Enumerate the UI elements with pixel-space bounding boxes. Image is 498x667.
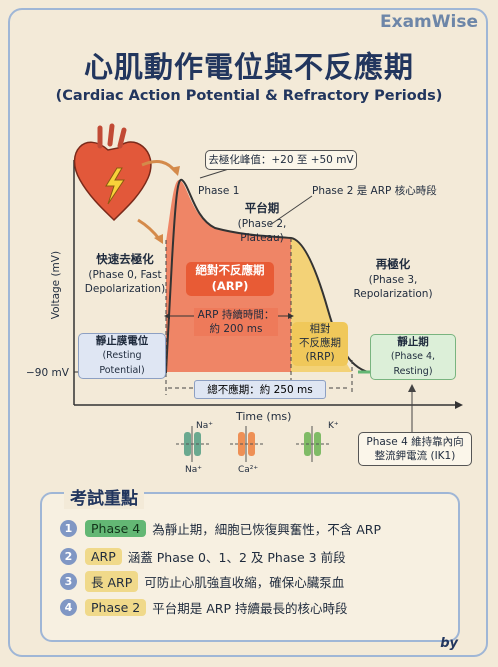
arp-box: 絕對不反應期 (ARP) [186, 262, 274, 296]
x-axis-arrow [455, 401, 463, 409]
k-label: K⁺ [328, 421, 339, 431]
brand-logo: ExamWise [380, 12, 478, 32]
arp-duration-line1: ARP 持續時間： [197, 309, 275, 321]
resting-sub: (Resting Potential) [99, 350, 145, 376]
phase0-title: 快速去極化 [96, 252, 154, 266]
phase0-sub2: Depolarization) [84, 282, 166, 295]
action-potential-curve [78, 178, 455, 373]
rrp-box: 相對 不反應期 (RRP) [292, 322, 348, 366]
na-bottom-label: Na⁺ [185, 465, 202, 475]
footer-signature: by [440, 636, 458, 651]
plateau-sub: (Phase 2, Plateau) [237, 217, 287, 244]
phase4-note-line1: Phase 4 維持靠內向 [366, 436, 464, 448]
key-point-number: 2 [60, 547, 77, 565]
heart-icon [73, 123, 152, 222]
key-points-panel [40, 492, 460, 642]
phase4-box: 靜止期 (Phase 4, Resting) [370, 334, 456, 380]
na-channel-icon [176, 426, 209, 462]
key-point-2: 2 ARP 涵蓋 Phase 0、1、2 及 Phase 3 前段 [60, 545, 346, 567]
x-axis-label: Time (ms) [236, 410, 292, 423]
plateau-title: 平台期 [244, 201, 280, 215]
phase2-note: Phase 2 是 ARP 核心時段 [312, 185, 437, 197]
ca-channel-icon [230, 426, 263, 462]
total-refractory-label: 總不應期：約 250 ms [194, 380, 326, 399]
key-point-4: 4 Phase 2 平台期是 ARP 持續最長的核心時段 [60, 596, 347, 618]
arp-sub: (ARP) [211, 279, 249, 294]
phase1-label: Phase 1 [198, 185, 240, 197]
key-point-text: 平台期是 ARP 持續最長的核心時段 [152, 600, 348, 616]
repolarization-label: 再極化 (Phase 3, Repolarization) [334, 257, 452, 301]
phase4-sub: (Phase 4, Resting) [390, 351, 436, 377]
key-point-tag: Phase 2 [85, 598, 147, 616]
phase2-pointer [269, 195, 313, 226]
phase4-note-line2: 整流鉀電流 (IK1) [374, 450, 456, 463]
phase0-label: 快速去極化 (Phase 0, Fast Depolarization) [84, 252, 166, 296]
plateau-label: 平台期 (Phase 2, Plateau) [222, 201, 302, 245]
key-point-tag: 長 ARP [85, 570, 139, 592]
ca-label: Ca²⁺ [238, 465, 259, 475]
phase4-title: 靜止期 [397, 336, 429, 348]
repol-sub: (Phase 3, Repolarization) [353, 273, 433, 300]
key-point-tag: Phase 4 [85, 519, 147, 537]
key-point-number: 1 [60, 519, 77, 537]
key-point-text: 涵蓋 Phase 0、1、2 及 Phase 3 前段 [127, 549, 346, 565]
page-frame [8, 8, 488, 657]
baseline-label: −90 mV [26, 367, 69, 379]
key-points-heading: 考試重點 [64, 484, 144, 509]
arp-duration-line2: 約 200 ms [209, 323, 263, 336]
page-subtitle: (Cardiac Action Potential & Refractory P… [55, 88, 443, 104]
key-point-3: 3 長 ARP 可防止心肌強直收縮，確保心臟泵血 [60, 570, 344, 592]
rrp-line3: (RRP) [305, 351, 335, 364]
rrp-line1: 相對 [309, 323, 331, 335]
arp-title: 絕對不反應期 [195, 263, 265, 277]
page-title: 心肌動作電位與不反應期 [83, 50, 414, 84]
rrp-line2: 不反應期 [299, 337, 341, 350]
resting-potential-box: 靜止膜電位 (Resting Potential) [78, 333, 166, 379]
key-point-text: 為靜止期，細胞已恢復興奮性，不含 ARP [152, 521, 381, 537]
k-channel-icon [296, 426, 329, 462]
repol-title: 再極化 [375, 257, 411, 271]
resting-title: 靜止膜電位 [95, 335, 149, 347]
peak-note: 去極化峰值：+20 至 +50 mV [205, 150, 357, 171]
key-point-number: 4 [60, 598, 77, 616]
y-axis-label: Voltage (mV) [49, 250, 62, 320]
phase0-sub1: (Phase 0, Fast [88, 268, 162, 281]
key-point-tag: ARP [85, 547, 122, 565]
na-top-label: Na⁺ [196, 421, 213, 431]
key-point-1: 1 Phase 4 為靜止期，細胞已恢復興奮性，不含 ARP [60, 517, 381, 539]
key-point-text: 可防止心肌強直收縮，確保心臟泵血 [144, 574, 345, 590]
key-point-number: 3 [60, 572, 77, 590]
arp-duration: ARP 持續時間： 約 200 ms [194, 308, 278, 337]
phase4-note: Phase 4 維持靠內向 整流鉀電流 (IK1) [358, 432, 472, 467]
